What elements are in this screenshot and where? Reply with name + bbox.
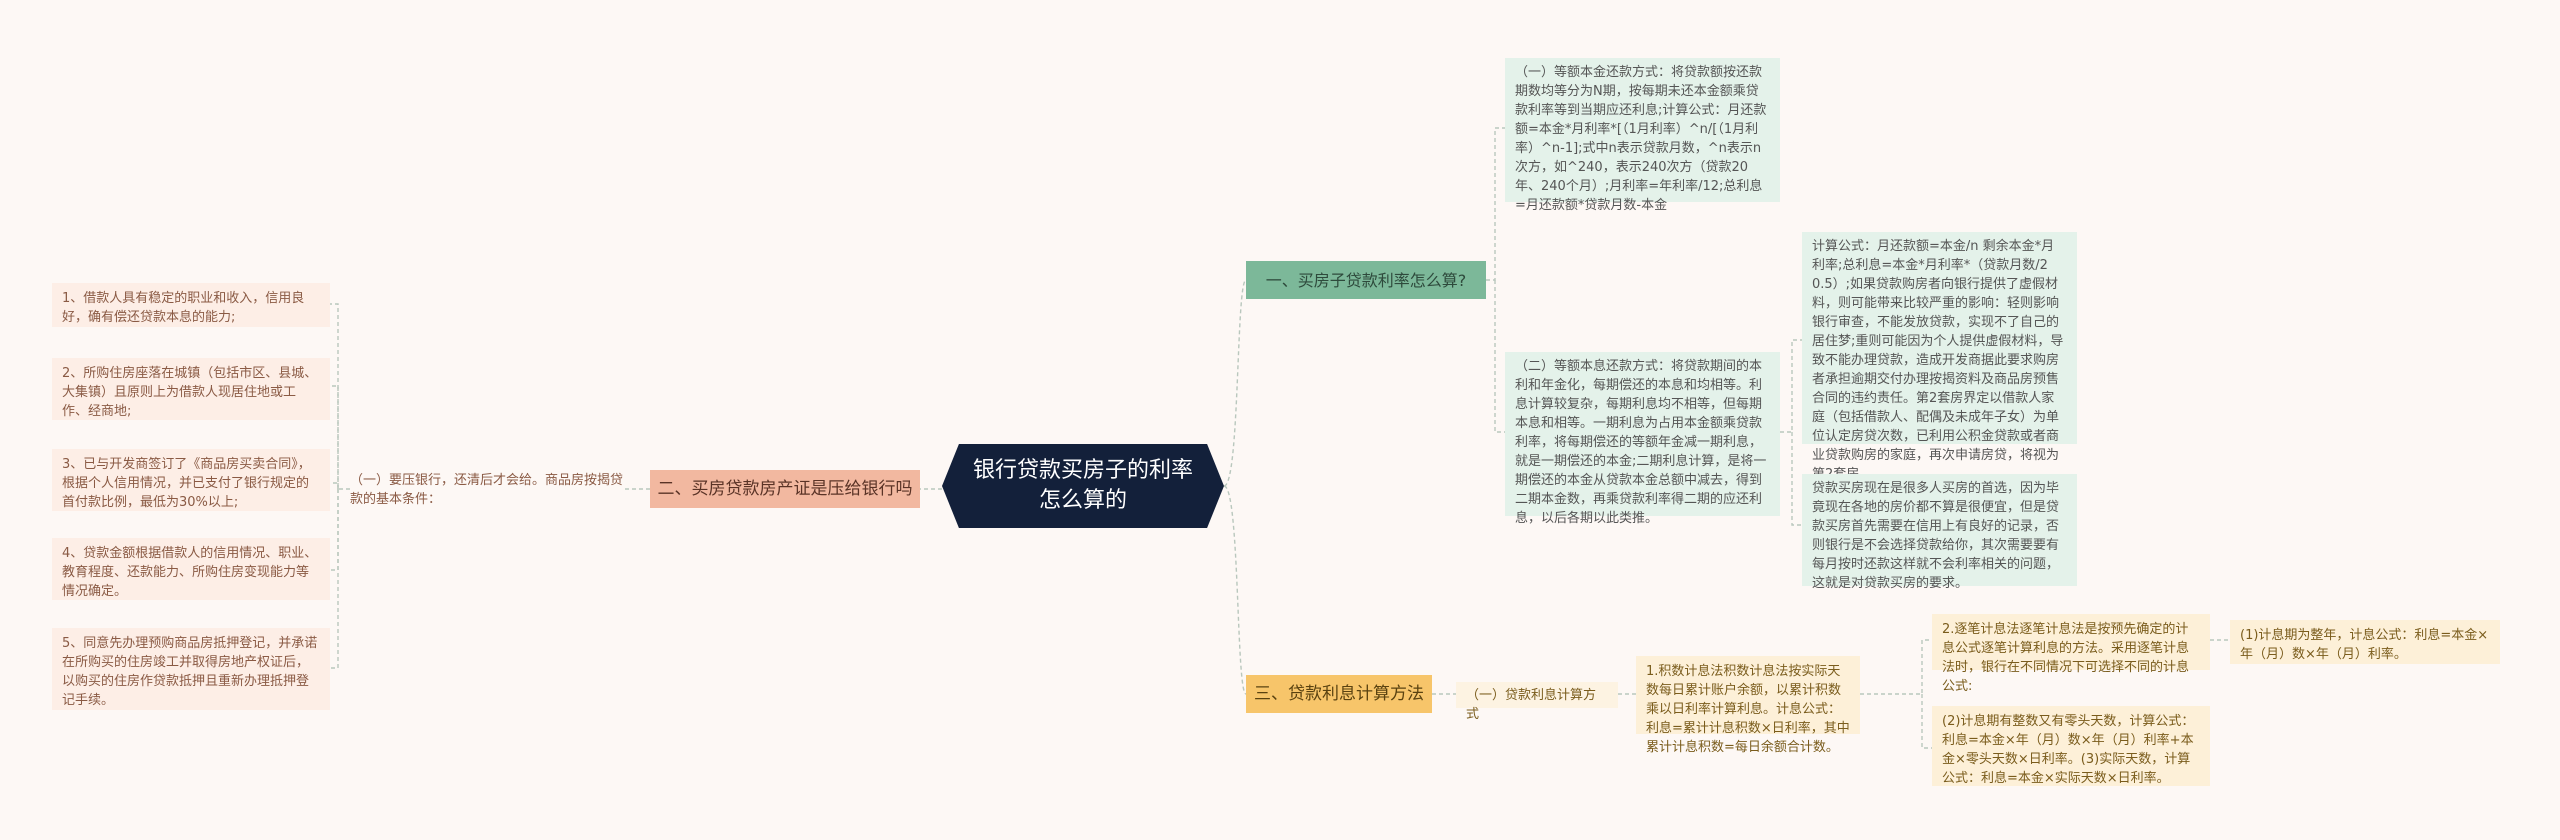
branch-1-method-2-text: （二）等额本息还款方式：将贷款期间的本利和年金化，每期偿还的本息和均相等。利息计… (1515, 359, 1767, 526)
branch-2-sub-text: （一）要压银行，还清后才会给。商品房按揭贷款的基本条件： (350, 473, 624, 507)
branch-1-label: 一、买房子贷款利率怎么算? (1265, 270, 1467, 290)
branch-1-topic[interactable]: 一、买房子贷款利率怎么算? (1246, 261, 1486, 299)
branch-3-method-2-text: 2.逐笔计息法逐笔计息法是按预先确定的计息公式逐笔计算利息的方法。采用逐笔计息法… (1942, 622, 2190, 694)
branch-2-label: 二、买房贷款房产证是压给银行吗 (657, 478, 913, 499)
branch-2-sub[interactable]: （一）要压银行，还清后才会给。商品房按揭贷款的基本条件： (350, 471, 625, 511)
branch-2-item-1-text: 1、借款人具有稳定的职业和收入，信用良好，确有偿还贷款本息的能力; (62, 291, 305, 325)
branch-3-sub[interactable]: （一）贷款利息计算方式 (1456, 682, 1618, 722)
branch-3-method-1[interactable]: 1.积数计息法积数计息法按实际天数每日累计账户余额，以累计积数乘以日利率计算利息… (1636, 656, 1860, 755)
branch-2-item-2-text: 2、所购住房座落在城镇（包括市区、县城、大集镇）且原则上为借款人现居住地或工作、… (62, 366, 318, 419)
branch-1-detail-1-text: 计算公式：月还款额=本金/n 剩余本金*月利率;总利息=本金*月利率*（贷款月数… (1812, 239, 2064, 482)
branch-3-label: 三、贷款利息计算方法 (1254, 683, 1424, 704)
branch-3-topic[interactable]: 三、贷款利息计算方法 (1246, 675, 1432, 713)
branch-3-formula-2-text: (2)计息期有整数又有零头天数，计算公式：利息=本金×年（月）数×年（月）利率+… (1942, 714, 2195, 786)
branch-2-item-2[interactable]: 2、所购住房座落在城镇（包括市区、县城、大集镇）且原则上为借款人现居住地或工作、… (52, 358, 330, 420)
branch-1-method-2[interactable]: （二）等额本息还款方式：将贷款期间的本利和年金化，每期偿还的本息和均相等。利息计… (1505, 352, 1780, 526)
branch-2-item-4-text: 4、贷款金额根据借款人的信用情况、职业、教育程度、还款能力、所购住房变现能力等情… (62, 546, 318, 599)
branch-2-item-4[interactable]: 4、贷款金额根据借款人的信用情况、职业、教育程度、还款能力、所购住房变现能力等情… (52, 538, 330, 600)
branch-1-method-1-text: （一）等额本金还款方式：将贷款额按还款期数均等分为N期，按每期未还本金额乘贷款利… (1515, 65, 1767, 213)
root-title: 银行贷款买房子的利率怎么算的 (972, 458, 1193, 513)
branch-2-item-5[interactable]: 5、同意先办理预购商品房抵押登记，并承诺在所购买的住房竣工并取得房地产权证后，以… (52, 628, 330, 710)
branch-3-method-1-text: 1.积数计息法积数计息法按实际天数每日累计账户余额，以累计积数乘以日利率计算利息… (1646, 664, 1850, 755)
branch-3-formula-1-text: (1)计息期为整年，计息公式：利息=本金×年（月）数×年（月）利率。 (2240, 628, 2489, 662)
branch-3-formula-2[interactable]: (2)计息期有整数又有零头天数，计算公式：利息=本金×年（月）数×年（月）利率+… (1932, 706, 2210, 786)
branch-2-item-5-text: 5、同意先办理预购商品房抵押登记，并承诺在所购买的住房竣工并取得房地产权证后，以… (62, 636, 318, 708)
branch-2-item-1[interactable]: 1、借款人具有稳定的职业和收入，信用良好，确有偿还贷款本息的能力; (52, 283, 330, 327)
branch-3-sub-text: （一）贷款利息计算方式 (1466, 688, 1597, 722)
branch-3-method-2[interactable]: 2.逐笔计息法逐笔计息法是按预先确定的计息公式逐笔计算利息的方法。采用逐笔计息法… (1932, 614, 2210, 694)
branch-1-detail-2-text: 贷款买房现在是很多人买房的首选，因为毕竟现在各地的房价都不算是很便宜，但是贷款买… (1812, 481, 2060, 591)
branch-1-detail-2[interactable]: 贷款买房现在是很多人买房的首选，因为毕竟现在各地的房价都不算是很便宜，但是贷款买… (1802, 474, 2077, 591)
branch-3-formula-1[interactable]: (1)计息期为整年，计息公式：利息=本金×年（月）数×年（月）利率。 (2230, 620, 2500, 664)
branch-2-item-3[interactable]: 3、已与开发商签订了《商品房买卖合同》，根据个人信用情况，并已支付了银行规定的首… (52, 449, 330, 511)
root-topic[interactable]: 银行贷款买房子的利率怎么算的 (942, 444, 1224, 528)
branch-2-item-3-text: 3、已与开发商签订了《商品房买卖合同》，根据个人信用情况，并已支付了银行规定的首… (62, 457, 311, 510)
branch-1-method-1[interactable]: （一）等额本金还款方式：将贷款额按还款期数均等分为N期，按每期未还本金额乘贷款利… (1505, 58, 1780, 213)
branch-1-detail-1[interactable]: 计算公式：月还款额=本金/n 剩余本金*月利率;总利息=本金*月利率*（贷款月数… (1802, 232, 2077, 482)
branch-2-topic[interactable]: 二、买房贷款房产证是压给银行吗 (650, 470, 920, 508)
